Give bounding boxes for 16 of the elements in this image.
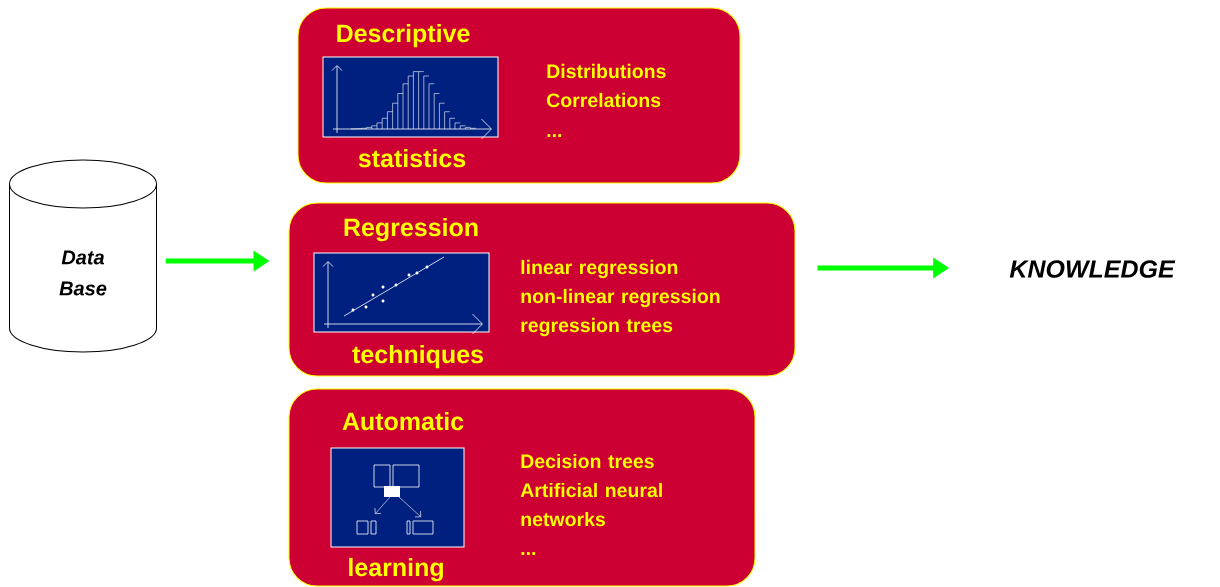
box-subtitle: techniques — [352, 344, 483, 369]
list-item: Distributions — [547, 63, 666, 79]
box-title: Descriptive — [337, 23, 470, 48]
list-item: linear regression — [521, 259, 678, 279]
box-subtitle: statistics — [358, 148, 466, 168]
box-title: Regression — [344, 217, 478, 242]
list-item: Decision trees — [521, 453, 654, 469]
list-item: regression trees — [521, 317, 673, 337]
box-subtitle: learning — [349, 557, 443, 582]
result-label: KNOWLEDGE — [1009, 260, 1176, 278]
list-item: non-linear regression — [521, 288, 720, 308]
list-item: Correlations — [547, 92, 661, 108]
list-item: Artificial neural networks — [520, 482, 662, 527]
list-item: ... — [521, 552, 536, 555]
box-title: Automatic — [342, 411, 464, 431]
list-item: ... — [547, 134, 562, 137]
